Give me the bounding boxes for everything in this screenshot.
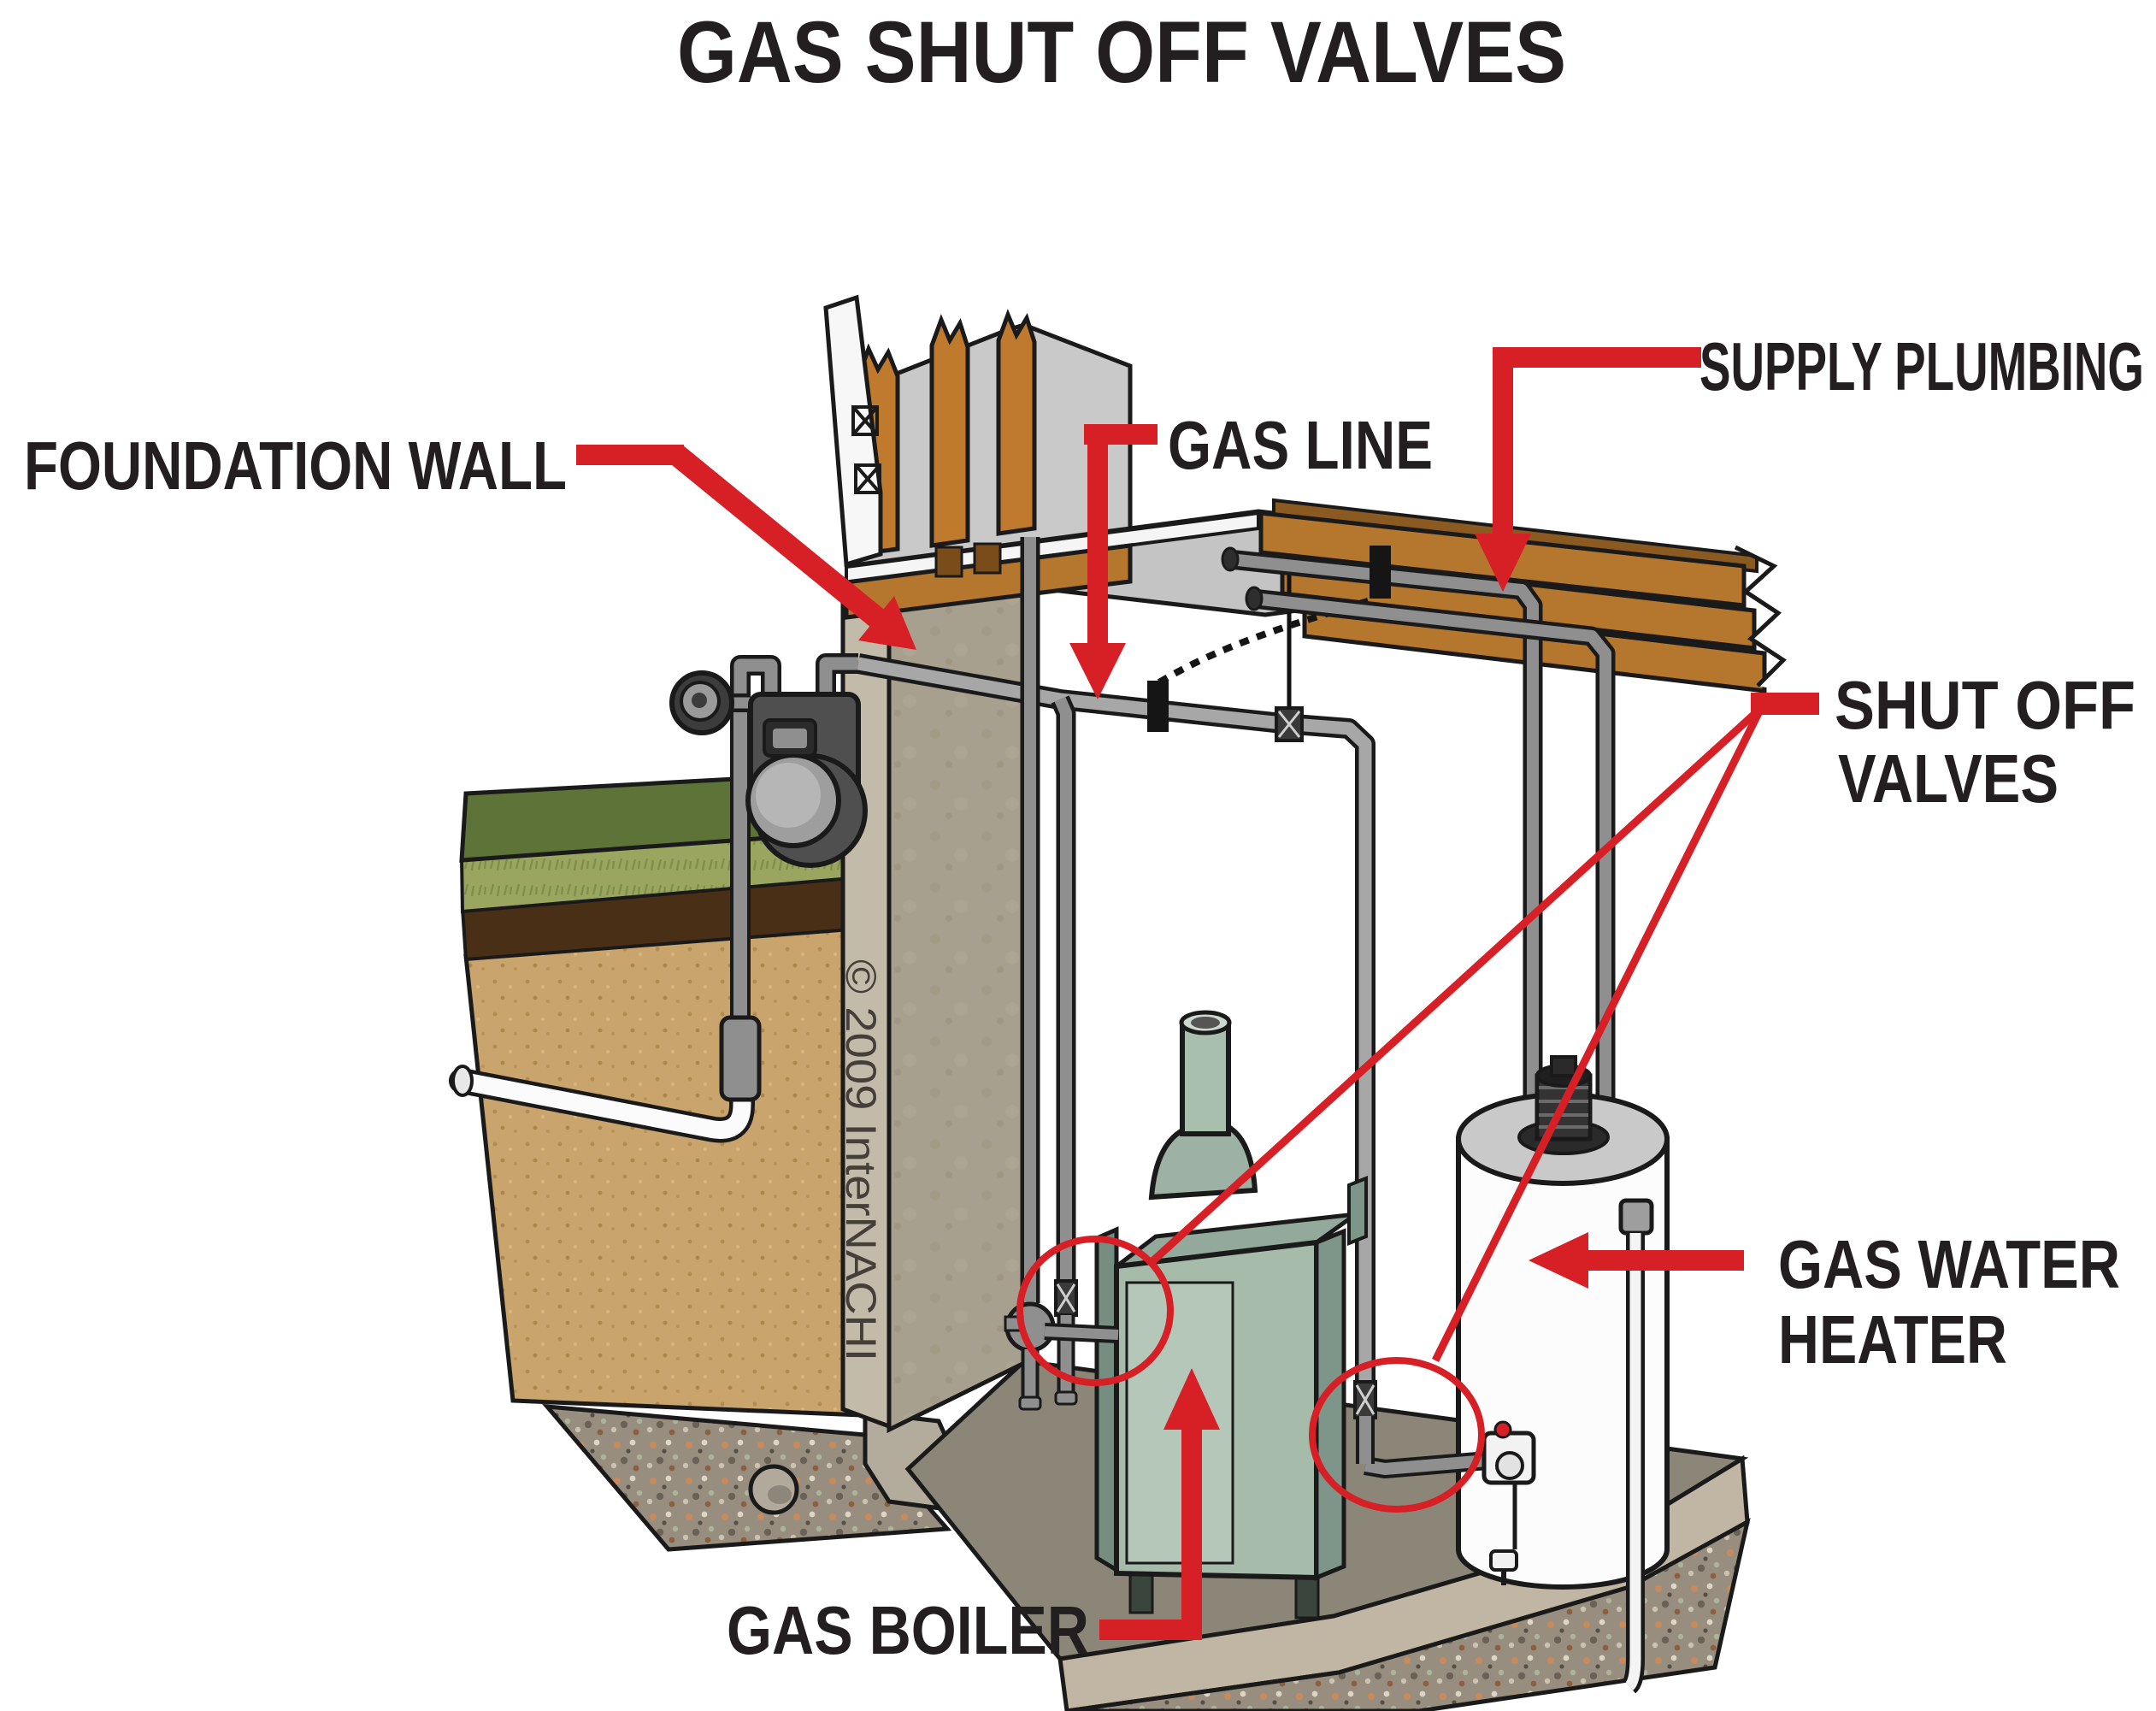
- stud-2: [929, 314, 970, 548]
- label-heater: HEATER: [1778, 1301, 2007, 1378]
- supply-plumbing-pipes: [1221, 546, 1616, 1106]
- slab-gravel-base: [1066, 1518, 1751, 1711]
- gas-line-pointer: [1069, 424, 1158, 699]
- gas-boiler-pointer: [1099, 1368, 1220, 1640]
- foundation-wall-arrowhead: [858, 596, 916, 650]
- label-foundation-wall: FOUNDATION WALL: [24, 428, 567, 504]
- boiler-shutoff-cluster: [1004, 1279, 1119, 1411]
- white-service-pipe: [452, 1059, 751, 1139]
- shutoff-circle-boiler: [1016, 1236, 1174, 1386]
- page-title: GAS SHUT OFF VALVES: [677, 3, 1566, 101]
- text-layer: GAS SHUT OFF VALVES FOUNDATION WALL GAS …: [24, 3, 2144, 1668]
- stud-3: [996, 309, 1037, 536]
- supply-pipe-2: [1252, 588, 1616, 1106]
- supply-plumbing-pointer: [1475, 347, 1701, 592]
- drain-valve: [1489, 1549, 1518, 1572]
- joist-broken-ends: [1735, 537, 1812, 697]
- white-pipe-end-cap: [451, 1065, 474, 1097]
- supply-pipe-2-end: [1245, 586, 1264, 611]
- gas-water-heater-pointer: [1529, 1232, 1744, 1289]
- label-gas-boiler: GAS BOILER: [727, 1592, 1089, 1668]
- supply-plumbing-arrowhead: [1475, 534, 1531, 592]
- gas-boiler-arrowhead: [1163, 1368, 1220, 1430]
- gas-service-lateral: [449, 684, 762, 1143]
- gas-line-piping: [856, 537, 1378, 1380]
- label-shut-off: SHUT OFF: [1835, 667, 2135, 743]
- drain-hole-shadow: [768, 1485, 792, 1504]
- shut-off-valves-pointer: [1016, 693, 1819, 1513]
- tp-relief-valve: [1618, 1198, 1654, 1236]
- gas-line-arrowhead: [1069, 643, 1126, 699]
- shutoff-circle-water-heater: [1309, 1357, 1485, 1513]
- joist-end-block-1: [934, 546, 963, 578]
- joist-break-line: [1734, 545, 1787, 687]
- label-valves: VALVES: [1838, 740, 2059, 817]
- water-heater-shutoff: [1353, 1380, 1377, 1464]
- footing-gravel: [542, 1403, 952, 1552]
- copyright-text: © 2009 InterNACHI: [837, 959, 885, 1361]
- boiler-leg-left: [1128, 1568, 1154, 1614]
- exterior-ground-block: [459, 770, 864, 1418]
- illustration: [449, 294, 1812, 1711]
- joist-end-block-2: [973, 542, 1002, 575]
- gas-control-button: [1493, 1420, 1512, 1439]
- annotations: [576, 347, 1819, 1640]
- gas-boiler: [1094, 1010, 1368, 1620]
- foundation-wall: [840, 561, 1027, 1434]
- boiler-leg-right: [1294, 1573, 1320, 1620]
- supply-pipe-1-end: [1221, 546, 1240, 572]
- sill-cross-marks: [851, 405, 881, 494]
- gas-line-valve-tick: [1147, 681, 1169, 732]
- boiler-left-panel: [1094, 1226, 1119, 1574]
- riser-coupling: [719, 1015, 762, 1102]
- boiler-back-fin: [1347, 1176, 1368, 1246]
- foundation-wall-pointer: [576, 445, 916, 650]
- label-gas-line: GAS LINE: [1168, 407, 1433, 483]
- boiler-flue-pipe: [1180, 1020, 1231, 1136]
- gas-water-heater-arrowhead: [1529, 1232, 1588, 1289]
- supply-valve-tick: [1370, 546, 1391, 599]
- gas-control-dial: [1495, 1451, 1524, 1480]
- label-gas-water: GAS WATER: [1778, 1226, 2120, 1302]
- soil-front-face: [463, 923, 864, 1418]
- label-supply-plumbing: SUPPLY PLUMBING: [1699, 328, 2144, 404]
- gas-meter-assembly: [669, 653, 868, 868]
